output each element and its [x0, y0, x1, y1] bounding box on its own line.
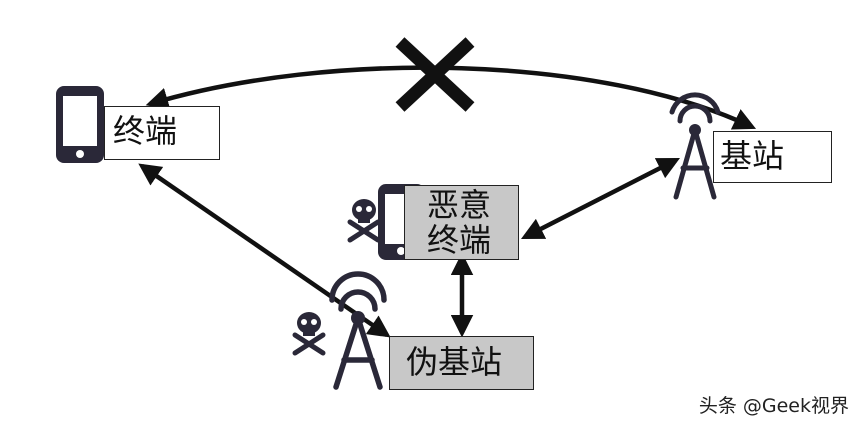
watermark: 头条 @Geek视界	[698, 395, 849, 417]
terminal-label-box: 终端	[104, 106, 220, 160]
fake-base-station-label-box: 伪基站	[389, 336, 534, 390]
skull-crossbones-icon	[292, 312, 326, 356]
malicious-terminal-label-line2: 终端	[427, 221, 492, 259]
base-station-label: 基站	[720, 137, 785, 175]
skull-crossbones-icon	[347, 199, 381, 243]
cell-tower-icon	[329, 271, 387, 390]
malicious-terminal-station-arrow	[520, 157, 681, 240]
phone-icon	[56, 86, 104, 163]
fake-base-station-label: 伪基站	[406, 343, 503, 381]
base-station-label-box: 基站	[713, 131, 832, 183]
terminal-fake-station-arrow	[138, 163, 391, 338]
cross-mark-icon	[395, 37, 475, 112]
cell-tower-icon	[669, 92, 721, 200]
malicious-terminal-label-line1: 恶意	[427, 186, 492, 224]
terminal-label: 终端	[113, 112, 178, 150]
malicious-terminal-label-box: 恶意 终端	[404, 185, 519, 260]
